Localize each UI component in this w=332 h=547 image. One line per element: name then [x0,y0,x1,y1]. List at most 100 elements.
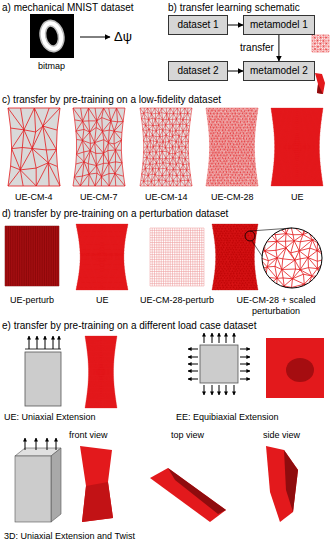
load-arrow [240,357,250,358]
caption-label: EE: Equibiaxial Extension [176,412,279,423]
process-box: dataset 2 [168,61,228,81]
caption-label: front view [69,430,108,441]
load-arrow [240,364,250,365]
front-view-shape [80,446,113,522]
perturb-grid [5,226,59,286]
caption-label: 3D: Uniaxial Extension and Twist [4,531,135,542]
load-arrow [29,336,30,349]
coarse-mesh [73,108,125,186]
panel-heading: e) transfer by pre-training on a differe… [2,320,256,332]
load-arrow [212,333,213,343]
load-arrow [240,379,250,380]
top-view-shade [168,468,226,514]
perturb-grid-fill [150,228,204,286]
load-arrow [56,438,57,450]
load-arrow [212,385,213,395]
load-arrow [234,385,235,395]
load-arrow [45,336,46,349]
fine-mesh-fill [206,108,258,186]
caption-label: UE-CM-14 [145,192,188,203]
ee-damage [286,358,314,382]
caption-label: UE-CM-28-perturb [140,295,214,306]
caption-label: bitmap [38,61,65,72]
load-arrow [25,438,26,450]
coarse-mesh [8,108,60,186]
deformed-ee [266,338,324,398]
front-view-shade [82,482,113,522]
load-arrow [226,385,227,395]
mesh-icon-fill [312,35,329,52]
full-mesh [76,224,128,290]
fine-mesh-fill [212,224,258,290]
box-text: dataset 2 [175,65,221,77]
coarse-mesh-fill [8,108,60,186]
specimen-front [15,456,51,522]
bitmap-image [30,14,74,58]
caption-label: UE-CM-28 [211,192,254,203]
load-arrow [204,385,205,395]
specimen-side [51,448,61,522]
connector-arrow [228,25,243,26]
panel-heading: d) transfer by pre-training on a perturb… [2,208,228,220]
load-arrow [226,333,227,343]
panel-heading: a) mechanical MNIST dataset [2,2,134,14]
full-mesh-fill [76,224,128,290]
full-mesh [271,108,323,186]
caption-label: UE [291,192,304,203]
caption-label: side view [263,430,300,441]
load-arrow [188,371,198,372]
side-view-shape [266,446,298,522]
load-arrow [37,336,38,349]
load-arrow [53,336,54,349]
specimen [25,352,61,406]
load-arrow [240,349,250,350]
deformed-icon-shade [317,84,323,94]
load-arrow [59,336,60,349]
caption-label: UE: Uniaxial Extension [4,412,96,423]
caption-label: UE-CM-28 + scaled perturbation [226,295,326,317]
load-arrow [188,357,198,358]
deformed-ue [85,336,117,408]
figure-art [5,14,329,522]
zoom-mesh-fill [258,224,328,294]
mesh-icon [312,35,329,52]
perturb-grid [150,228,204,286]
side-view-shade [284,450,298,512]
fine-mesh [212,224,258,290]
caption-label: Δψ [114,29,132,44]
full-mesh-fill [271,108,323,186]
load-arrow [219,385,220,395]
top-view-shape [150,468,226,522]
caption-label: UE-CM-7 [80,192,118,203]
process-box: metamodel 2 [243,61,315,81]
load-arrow [234,333,235,343]
process-box: dataset 1 [168,15,228,35]
zoom-mesh [258,224,328,294]
load-arrow [80,37,110,38]
caption-label: top view [171,430,204,441]
load-arrow [188,379,198,380]
medium-mesh-fill [140,108,192,186]
deformed-icon [315,73,325,94]
specimen [200,345,238,383]
box-text: dataset 1 [175,19,221,31]
perturb-grid-fill [5,226,59,286]
load-plate [25,349,61,350]
zoom-marker [245,231,255,241]
panel-heading: c) transfer by pre-training on a low-fid… [2,94,221,106]
digit-stroke [40,21,63,50]
caption-label: UE [96,295,109,306]
load-arrow [36,438,37,450]
caption-label: UE-CM-4 [15,192,53,203]
deformed-ue-fill [85,336,117,408]
zoom-view [258,224,328,294]
box-text: metamodel 1 [250,19,308,31]
load-arrow [188,364,198,365]
medium-mesh [140,108,192,186]
coarse-mesh-fill [73,108,125,186]
caption-label: UE-perturb [10,295,54,306]
zoom-circle [262,228,322,288]
fine-mesh [206,108,258,186]
